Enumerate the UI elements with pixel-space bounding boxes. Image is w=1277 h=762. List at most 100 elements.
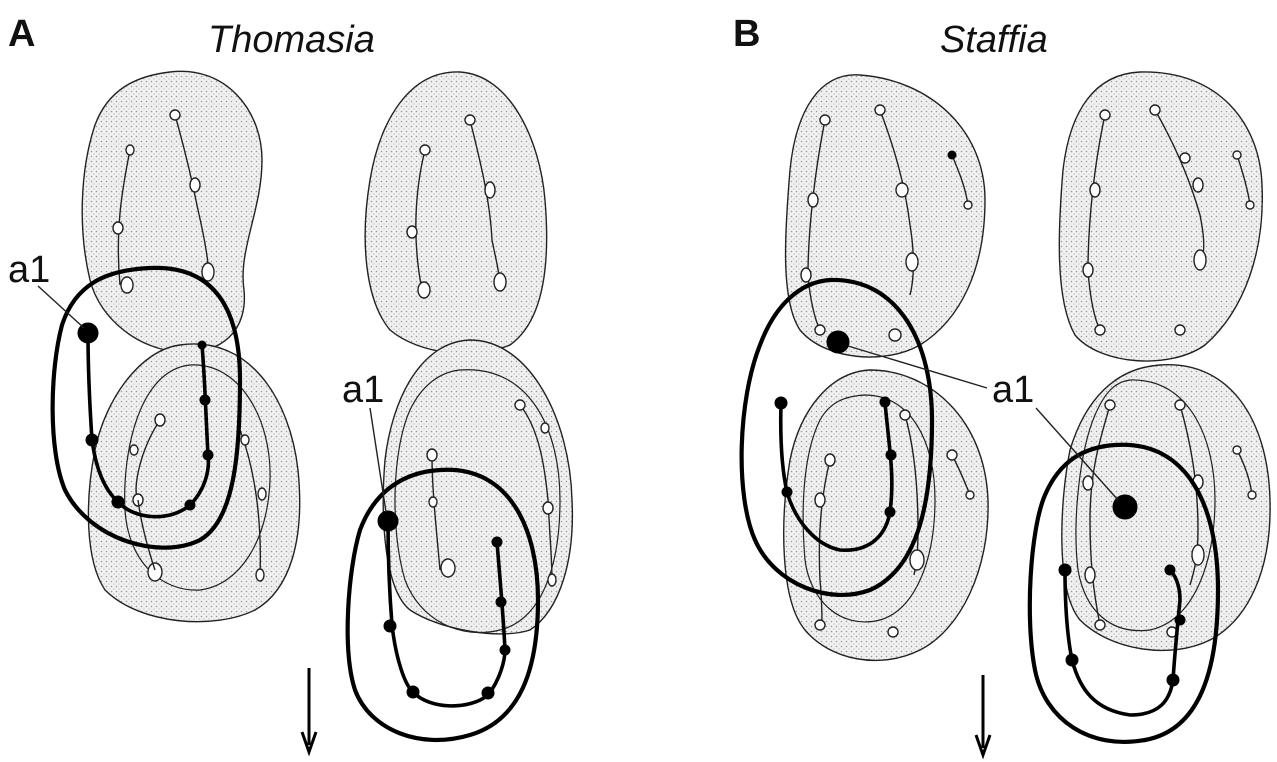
solid-node [496, 597, 506, 607]
vein-node [1175, 325, 1185, 335]
vein-node [1100, 110, 1110, 120]
solid-node [1175, 615, 1185, 625]
vein-node [1083, 263, 1093, 277]
lower-stippled-shape [88, 344, 299, 622]
vein-node [947, 450, 957, 460]
solid-node [775, 397, 787, 409]
panel-b-letter: B [733, 13, 760, 55]
vein-node [1233, 151, 1241, 159]
solid-node [1059, 564, 1071, 576]
vein-node [820, 115, 830, 125]
panel-a-left-pair: a1 [8, 71, 300, 621]
vein-node [541, 423, 549, 433]
vein-node [964, 201, 972, 209]
solid-node [948, 151, 956, 159]
vein-node [1095, 325, 1105, 335]
vein-node [113, 222, 123, 234]
vein-node [815, 620, 825, 630]
solid-node [86, 434, 98, 446]
vein-node [1194, 250, 1206, 270]
vein-node [1246, 201, 1254, 209]
vein-node [130, 445, 138, 455]
vein-node [966, 491, 974, 499]
solid-node [185, 500, 195, 510]
solid-node [1167, 674, 1179, 686]
solid-node [1165, 565, 1175, 575]
vein-node [429, 497, 437, 507]
panel-b-left-pair [742, 75, 988, 661]
solid-node [1066, 654, 1078, 666]
solid-node [384, 620, 396, 632]
solid-node [200, 395, 210, 405]
solid-node [492, 537, 502, 547]
panel-b-right-pair [1030, 72, 1270, 742]
vein-node [441, 559, 455, 577]
vein-node [121, 277, 133, 293]
vein-node [1248, 491, 1256, 499]
vein-node [1233, 446, 1241, 454]
vein-node [126, 145, 134, 155]
vein-node [889, 329, 901, 341]
vein-node [148, 563, 162, 581]
vein-node [1090, 183, 1100, 197]
panel-a-title: Thomasia [208, 19, 375, 61]
vein-node [1193, 178, 1203, 192]
vein-node [906, 253, 918, 271]
solid-node [203, 450, 213, 460]
vein-node [896, 183, 908, 197]
vein-node [548, 574, 556, 586]
panel-a-right-pair: a1 [342, 72, 572, 740]
a1-label-right: a1 [342, 369, 384, 411]
vein-node [1095, 620, 1105, 630]
vein-node [808, 193, 818, 207]
vein-node [888, 627, 898, 637]
vein-node [1180, 153, 1190, 163]
vein-node [170, 110, 180, 120]
vein-node [1192, 545, 1204, 565]
vein-node [900, 410, 910, 420]
vein-node [1150, 105, 1160, 115]
vein-node [815, 325, 825, 335]
vein-node [1085, 567, 1095, 583]
vein-node [190, 178, 200, 192]
vein-node [427, 449, 437, 461]
solid-node [885, 507, 895, 517]
a1-label: a1 [992, 369, 1034, 411]
panel-b: B Staffia [733, 13, 1270, 755]
a1-node [827, 331, 849, 353]
vein-node [418, 282, 430, 298]
vein-node [1083, 476, 1093, 490]
panel-a-letter: A [8, 13, 35, 55]
solid-node [500, 645, 510, 655]
panel-b-title: Staffia [940, 19, 1048, 61]
solid-node [886, 450, 896, 460]
vein-node [815, 493, 825, 507]
vein-node [1105, 400, 1115, 410]
solid-node [782, 487, 792, 497]
vein-node [825, 454, 835, 466]
vein-node [515, 400, 525, 410]
vein-node [258, 488, 266, 500]
vein-node [1175, 400, 1185, 410]
vein-node [465, 115, 475, 125]
solid-node [198, 341, 206, 349]
a1-node [378, 511, 398, 531]
a1-label-left: a1 [8, 249, 50, 291]
solid-node [880, 397, 890, 407]
vein-node [407, 226, 417, 238]
vein-node [543, 502, 553, 514]
solid-node [112, 496, 124, 508]
vein-node [155, 414, 165, 426]
vein-node [801, 268, 811, 282]
solid-node [482, 687, 494, 699]
vein-node [875, 105, 885, 115]
vein-node [241, 435, 249, 445]
vein-node [420, 145, 430, 155]
vein-node [485, 182, 495, 198]
solid-node [407, 686, 419, 698]
vein-node [256, 569, 264, 581]
vein-node [910, 550, 924, 570]
vein-node [494, 273, 506, 291]
panel-a: A Thomasia [8, 13, 572, 752]
